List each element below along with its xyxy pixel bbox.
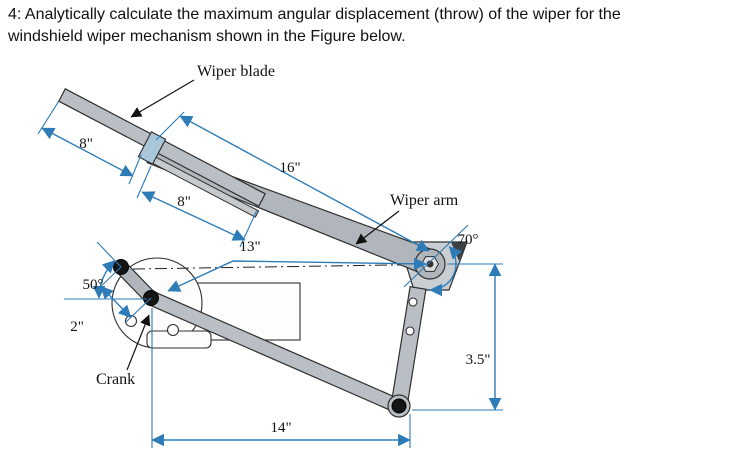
dim-blade-inner: 8" [177,194,191,210]
problem-statement: 4: Analytically calculate the maximum an… [8,4,732,48]
wiper-blade-label: Wiper blade [197,63,275,80]
dim-arm-angle: 70° [458,232,479,248]
leader-wiper-blade [130,79,195,118]
problem-text-line1: 4: Analytically calculate the maximum an… [8,6,621,23]
rocker-link [390,286,427,408]
dim-crank-length: 2" [70,319,84,335]
ext-line [95,266,122,292]
angle-ref-line [96,241,122,268]
dimension-annotations [37,79,503,448]
angle-arc-50 [92,260,116,299]
dim-crank-angle: 50° [83,277,104,293]
dim-line-blade-outer [41,127,134,177]
mount-hole [166,323,180,337]
rocker-hole [405,326,415,336]
wiper-arm-label: Wiper arm [390,192,459,209]
angle-arc-70 [429,246,462,297]
dim-line-crank [100,286,132,318]
ext-line [125,297,152,323]
ext-line [155,111,185,141]
dim-blade-outer: 8" [79,136,93,152]
mechanism [57,87,468,418]
dim-pivot-offset: 3.5" [466,352,491,368]
leader-crank [126,314,151,371]
blade-connector [137,131,167,165]
figure-labels: Wiper blade Wiper arm Crank 8" 8" 16" 13… [70,63,490,436]
ext-line [136,165,152,199]
dim-coupler: 13" [239,239,260,255]
ext-line [37,100,60,135]
ext-line [128,154,142,185]
dim-line-coupler [167,257,427,292]
base-plate [146,330,212,349]
dim-line-arm [179,115,430,252]
dim-base-span: 14" [270,420,291,436]
dim-arm: 16" [279,160,300,176]
rocker-hole [408,297,418,307]
leader-wiper-arm [355,210,400,245]
rocker-pin [391,398,407,414]
crank-label: Crank [96,371,135,388]
problem-text-line2: windshield wiper mechanism shown in the … [8,28,406,45]
